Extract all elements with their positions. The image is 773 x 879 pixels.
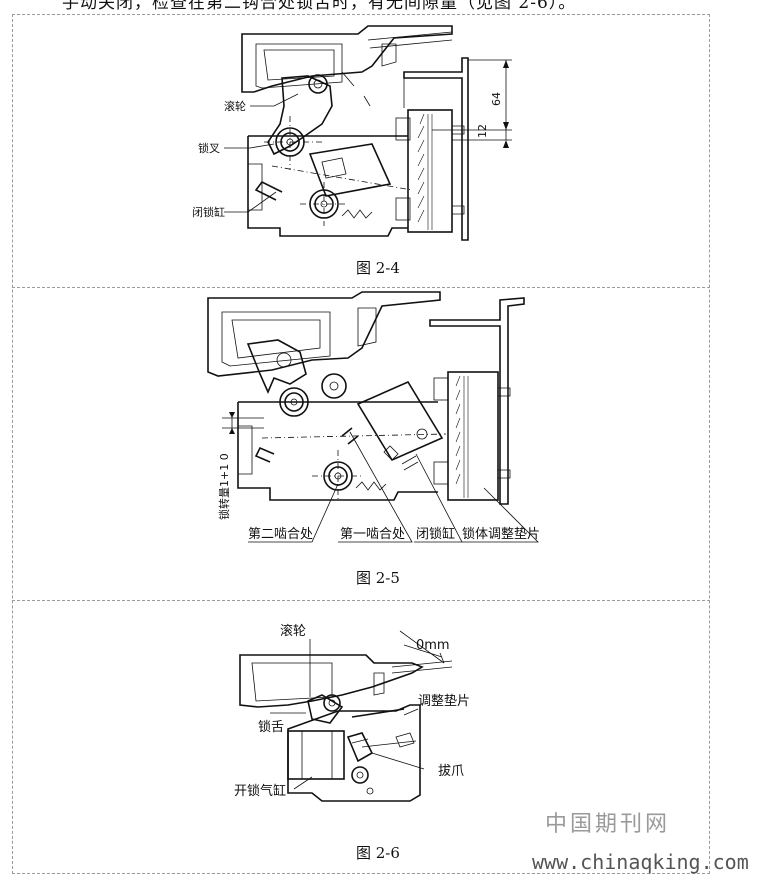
first-engagement-label: 第一啮合处	[340, 527, 405, 542]
figure-2-6-caption: 图 2-6	[356, 844, 400, 862]
figure-frame	[12, 14, 710, 874]
figure-divider-2	[12, 600, 710, 601]
gap-zero-label: 0mm	[416, 638, 450, 653]
roller-label: 滚轮	[280, 623, 306, 639]
watermark-url-text: www.chinaqking.com	[532, 850, 749, 874]
figure-2-4-drawing: 64 12 滚轮 锁叉 闭锁缸	[192, 25, 512, 241]
body-shim-label: 锁体调整垫片	[462, 526, 540, 542]
figure-2-5-caption: 图 2-5	[356, 569, 400, 587]
dimension-12-label: 12	[476, 124, 489, 138]
watermark-cn-text: 中国期刊网	[545, 812, 671, 837]
figure-2-6-drawing: 0mm 滚轮 调整垫片 锁舌 拔爪 开锁气缸	[234, 623, 470, 802]
latch-cylinder-label: 闭锁缸	[416, 526, 455, 542]
pawl-label: 拔爪	[438, 764, 464, 779]
figure-divider-1	[12, 287, 710, 288]
roller-label: 滚轮	[224, 99, 246, 113]
figure-2-4-caption: 图 2-4	[356, 259, 400, 277]
latch-cylinder-label: 闭锁缸	[192, 205, 225, 219]
lock-tongue-label: 锁舌	[258, 719, 284, 735]
lock-fork-label: 锁叉	[198, 141, 220, 155]
top-paragraph-text: 手动关闭，检查在第二钩合处锁舌时，有无间隙量（见图 2-6）。	[62, 0, 577, 13]
second-engagement-label: 第二啮合处	[248, 527, 313, 542]
unlock-cylinder-label: 开锁气缸	[234, 783, 286, 799]
rotation-amount-label: 锁转量1+1 0	[217, 453, 231, 520]
adjust-shim-label: 调整垫片	[418, 693, 470, 709]
figure-2-5-drawing: 锁转量1+1 0 第二啮合处 第一啮合处 闭锁缸 锁体调整垫片	[207, 291, 540, 543]
dimension-64-label: 64	[490, 92, 503, 106]
